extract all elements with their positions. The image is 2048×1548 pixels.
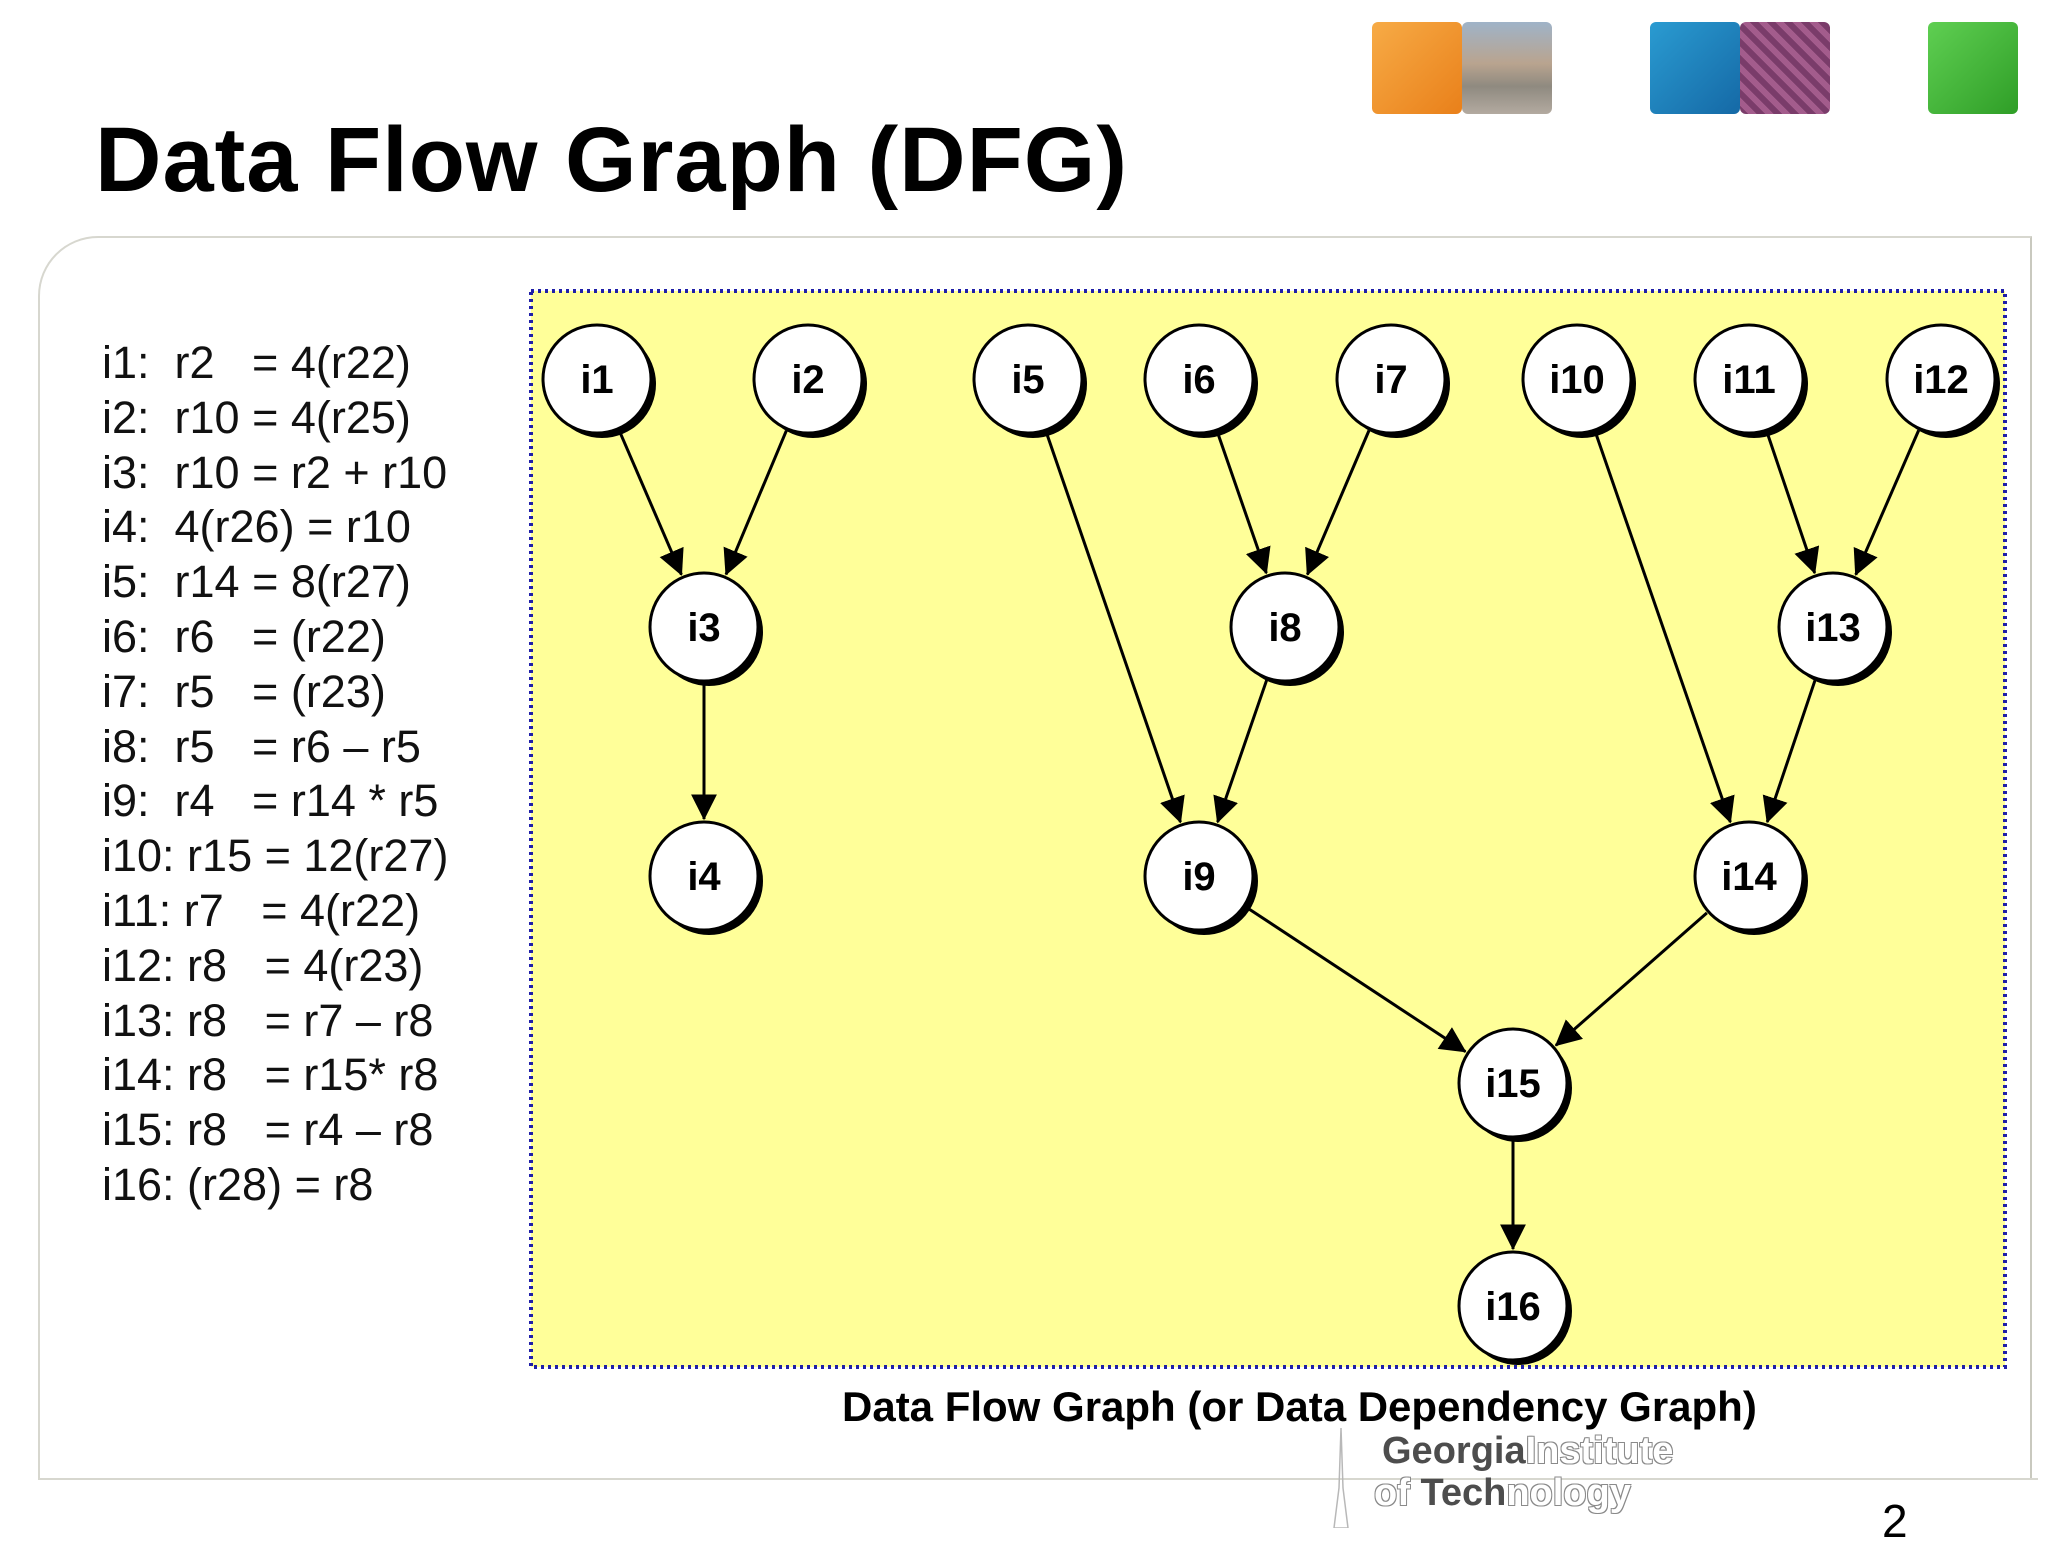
diagram-caption: Data Flow Graph (or Data Dependency Grap…	[842, 1383, 1757, 1430]
content-frame	[38, 236, 2032, 1478]
frame-bottom-line	[38, 1478, 2038, 1480]
node-i8: i8	[1229, 571, 1344, 686]
node-circle	[1693, 820, 1805, 932]
node-i6: i6	[1143, 323, 1258, 438]
node-circle	[1143, 820, 1255, 932]
node-i5: i5	[972, 323, 1087, 438]
node-label: i7	[1374, 358, 1407, 402]
node-label: i4	[687, 855, 721, 899]
node-i1: i1	[541, 323, 656, 438]
tower-icon	[1333, 1428, 1349, 1528]
node-label: i3	[687, 606, 720, 650]
node-i4: i4	[648, 820, 763, 935]
edge-i14-i15	[1554, 911, 1708, 1047]
node-i2: i2	[752, 323, 867, 438]
instruction-line: i11: r7 = 4(r22)	[102, 884, 421, 936]
node-circle	[1521, 323, 1633, 435]
instruction-list: i1: r2 = 4(r22)i2: r10 = 4(r25)i3: r10 =…	[102, 336, 448, 1213]
node-circle	[972, 323, 1084, 435]
node-label: i2	[791, 358, 824, 402]
node-label: i9	[1182, 855, 1215, 899]
instruction-line: i16: (r28) = r8	[102, 1158, 374, 1210]
logo-line-2: of Technology	[1374, 1472, 1631, 1514]
node-i11: i11	[1693, 323, 1808, 438]
edge-i2-i3	[723, 430, 788, 576]
orange-tile	[1372, 22, 1462, 114]
page-number: 2	[1882, 1495, 1908, 1547]
node-circle	[1457, 1250, 1569, 1362]
dfg-edges	[617, 429, 1921, 1251]
node-i3: i3	[648, 571, 763, 686]
edge-i13-i14	[1762, 679, 1817, 824]
node-i10: i10	[1521, 323, 1636, 438]
instruction-line: i15: r8 = r4 – r8	[102, 1104, 434, 1156]
node-label: i8	[1268, 606, 1301, 650]
instruction-line: i9: r4 = r14 * r5	[102, 775, 439, 827]
instruction-line: i13: r8 = r7 – r8	[102, 994, 434, 1046]
slide-title: Data Flow Graph (DFG)	[95, 109, 1128, 211]
node-i12: i12	[1885, 323, 2000, 438]
circuit-photo-tile	[1740, 22, 1830, 114]
data-flow-graph: i1 i2 i5 i6 i7 i10 i11 i12 i3 i8 i13 i4 i9 i14 i15 i16	[529, 289, 2007, 1369]
dfg-nodes: i1 i2 i5 i6 i7 i10 i11 i12 i3 i8 i13 i4 i9 i14 i15 i16	[541, 323, 2000, 1365]
node-circle	[1335, 323, 1447, 435]
node-label: i5	[1011, 358, 1044, 402]
instruction-line: i12: r8 = 4(r23)	[102, 939, 424, 991]
campus-photo-tile	[1462, 22, 1552, 114]
node-label: i11	[1722, 358, 1775, 402]
green-tile	[1928, 22, 2018, 114]
edge-i11-i13	[1765, 431, 1820, 575]
node-circle	[1693, 323, 1805, 435]
instruction-line: i5: r14 = 8(r27)	[102, 556, 411, 608]
node-circle	[1229, 571, 1341, 683]
edge-i10-i14	[1593, 431, 1735, 824]
node-label: i14	[1721, 855, 1777, 899]
node-circle	[648, 571, 760, 683]
node-label: i16	[1485, 1285, 1541, 1329]
node-i14: i14	[1693, 820, 1808, 935]
node-circle	[1143, 323, 1255, 435]
edge-i7-i8	[1305, 429, 1371, 576]
edge-i1-i3	[617, 429, 684, 576]
edge-i9-i15	[1244, 905, 1467, 1053]
diagram-background	[529, 289, 2007, 1369]
instruction-line: i3: r10 = r2 + r10	[102, 446, 448, 498]
georgia-tech-logo: GeorgiaInstitute of Technology	[1330, 1430, 1770, 1514]
node-i7: i7	[1335, 323, 1450, 438]
logo-line-1: GeorgiaInstitute	[1382, 1430, 1674, 1472]
blue-tile	[1650, 22, 1740, 114]
node-label: i10	[1549, 358, 1605, 402]
instruction-line: i4: 4(r26) = r10	[102, 501, 411, 553]
node-i9: i9	[1143, 820, 1258, 935]
edge-i8-i9	[1213, 679, 1269, 824]
node-circle	[1457, 1027, 1569, 1139]
node-circle	[1777, 571, 1889, 683]
instruction-line: i8: r5 = r6 – r5	[102, 720, 421, 772]
node-label: i15	[1485, 1062, 1541, 1106]
node-i15: i15	[1457, 1027, 1572, 1142]
instruction-line: i14: r8 = r15* r8	[102, 1049, 439, 1101]
node-label: i6	[1182, 358, 1215, 402]
node-label: i12	[1913, 358, 1969, 402]
node-label: i1	[580, 358, 613, 402]
edge-i6-i8	[1215, 431, 1271, 575]
node-circle	[648, 820, 760, 932]
node-label: i13	[1805, 606, 1861, 650]
instruction-line: i7: r5 = (r23)	[102, 665, 386, 717]
node-circle	[752, 323, 864, 435]
instruction-line: i2: r10 = 4(r25)	[102, 391, 411, 443]
node-circle	[541, 323, 653, 435]
instruction-line: i6: r6 = (r22)	[102, 610, 386, 662]
node-i13: i13	[1777, 571, 1892, 686]
instruction-line: i10: r15 = 12(r27)	[102, 830, 449, 882]
instruction-line: i1: r2 = 4(r22)	[102, 337, 411, 388]
node-i16: i16	[1457, 1250, 1572, 1365]
edge-i5-i9	[1044, 431, 1185, 824]
edge-i12-i13	[1853, 429, 1921, 576]
node-circle	[1885, 323, 1997, 435]
